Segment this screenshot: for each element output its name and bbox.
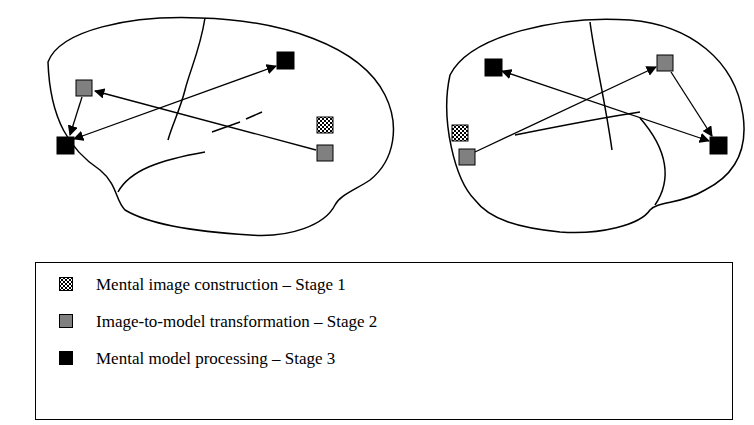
legend-label: Image-to-model transformation – Stage 2	[96, 311, 377, 333]
arrow	[475, 67, 656, 152]
stage3-square	[710, 137, 727, 154]
stage1-square	[317, 117, 333, 133]
stage1-square	[452, 125, 468, 141]
temporal-boundary	[118, 152, 205, 192]
legend-box: Mental image construction – Stage 1 Image…	[35, 262, 733, 420]
stage2-square	[76, 80, 92, 96]
stage3-square	[57, 137, 74, 154]
legend-swatch	[59, 314, 73, 328]
legend-swatch	[59, 351, 73, 365]
arrow	[74, 66, 276, 139]
arrow	[95, 91, 316, 150]
arrow	[502, 71, 709, 141]
arrow	[70, 97, 82, 135]
stage3-square	[485, 59, 502, 76]
stage2-square	[317, 145, 333, 161]
brain-outline	[447, 19, 744, 232]
stage3-square	[277, 52, 294, 69]
legend-label: Mental image construction – Stage 1	[96, 274, 346, 296]
legend-label: Mental model processing – Stage 3	[96, 348, 335, 370]
legend-swatch	[59, 277, 73, 291]
lateral-fissure	[515, 112, 640, 135]
brain-outline	[48, 18, 393, 236]
central-sulcus	[590, 22, 612, 150]
central-sulcus	[168, 18, 205, 140]
stage2-square	[657, 55, 673, 71]
temporal-boundary	[640, 118, 665, 205]
stage2-square	[459, 149, 475, 165]
arrow	[671, 72, 712, 136]
